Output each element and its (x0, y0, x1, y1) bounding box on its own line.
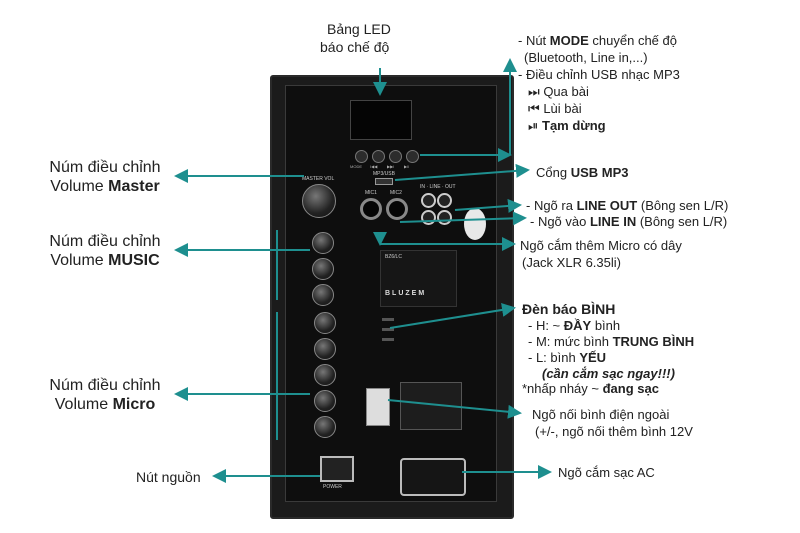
led-display (350, 100, 412, 140)
mic1-label: MIC1 (365, 190, 377, 196)
arrow-battery (389, 303, 516, 329)
line-in-callout: - Ngõ vào LINE IN (Bông sen L/R) (530, 214, 728, 229)
ac-callout: Ngõ cắm sạc AC (558, 465, 655, 480)
spec-label (380, 250, 457, 307)
usb-callout: Cổng USB MP3 (536, 165, 629, 180)
next-track-callout: ⏭ Qua bài (528, 84, 589, 99)
battery-led-m (382, 328, 394, 331)
battery-callout-title: Đèn báo BÌNH (522, 301, 616, 317)
pause-callout: ⏯ Tạm dừng (528, 118, 606, 133)
battery-led-l (382, 338, 394, 341)
arrow-usb (394, 163, 530, 181)
micro-knob[interactable] (314, 364, 336, 386)
led-callout-line1: Bảng LED (327, 21, 391, 37)
external-battery-callout-line2: (+/-, ngõ nối thêm bình 12V (535, 424, 693, 439)
battery-callout-warning: (cần cắm sạc ngay!!!) (542, 366, 675, 381)
music-knob[interactable] (312, 232, 334, 254)
master-vol-label: MASTER VOL (302, 176, 335, 182)
usb-label: MP3/USB (373, 171, 395, 177)
master-callout: Núm điều chỉnh Volume Master (49, 159, 161, 195)
micro-knob[interactable] (314, 338, 336, 360)
battery-callout-m: - M: mức bình TRUNG BÌNH (528, 334, 695, 349)
mode-button-label: MODE (350, 164, 362, 169)
ac-socket[interactable] (400, 458, 466, 496)
battery-callout-h: - H: ~ ĐẦY bình (528, 318, 621, 333)
music-knob[interactable] (312, 284, 334, 306)
prev-button-label: I◀◀ (370, 164, 378, 169)
next-button-label: ▶▶I (387, 164, 395, 169)
power-switch-label: POWER (323, 484, 342, 490)
arrow-external-battery (387, 399, 522, 419)
play-pause-button[interactable] (406, 150, 419, 163)
brand-text: BLUZEM (385, 290, 427, 297)
mode-callout-line3: - Điều chỉnh USB nhạc MP3 (518, 67, 680, 82)
antenna-cap (464, 208, 486, 240)
external-battery-callout-line1: Ngõ nối bình điện ngoài (532, 407, 670, 422)
music-callout: Núm điều chỉnh Volume MUSIC (49, 233, 161, 269)
battery-callout-blink: *nhấp nháy ~ đang sạc (522, 381, 659, 396)
micro-knob[interactable] (314, 390, 336, 412)
battery-callout-l: - L: bình YẾU (528, 350, 607, 365)
mode-button[interactable] (355, 150, 368, 163)
usb-port[interactable] (375, 178, 393, 185)
line-in-l-jack[interactable] (421, 193, 436, 208)
power-switch[interactable] (320, 456, 354, 482)
mic2-label: MIC2 (390, 190, 402, 196)
external-battery-terminal[interactable] (366, 388, 390, 426)
line-io-label: IN · LINE · OUT (420, 184, 456, 190)
line-out-callout: - Ngõ ra LINE OUT (Bông sen L/R) (526, 198, 729, 213)
line-in-r-jack[interactable] (437, 193, 452, 208)
model-text: BZ6/LC (385, 254, 402, 260)
prev-track-callout: ⏮ Lùi bài (528, 101, 582, 116)
mic1-jack[interactable] (360, 198, 382, 220)
arrow-line-in (399, 211, 527, 226)
next-button[interactable] (389, 150, 402, 163)
next-icon: ⏭ (528, 84, 544, 99)
micro-jack-callout-line1: Ngõ cắm thêm Micro có dây (520, 238, 682, 253)
mode-callout-line1: - Nút MODE chuyển chế độ (518, 33, 677, 48)
battery-led-h (382, 318, 394, 321)
prev-icon: ⏮ (528, 101, 544, 116)
play-pause-button-label: ▶II (404, 164, 410, 169)
micro-callout: Núm điều chỉnh Volume Micro (49, 377, 161, 413)
led-callout-line2: báo chế độ (320, 39, 390, 55)
music-knob[interactable] (312, 258, 334, 280)
mode-callout-line2: (Bluetooth, Line in,...) (524, 50, 648, 65)
power-callout: Nút nguồn (136, 469, 201, 485)
micro-knob[interactable] (314, 312, 336, 334)
mic2-jack[interactable] (386, 198, 408, 220)
prev-button[interactable] (372, 150, 385, 163)
arrow-line-out (454, 198, 522, 213)
play-pause-icon: ⏯ (528, 118, 543, 133)
micro-jack-callout-line2: (Jack XLR 6.35li) (522, 255, 621, 270)
micro-knob[interactable] (314, 416, 336, 438)
master-volume-knob[interactable] (302, 184, 336, 218)
